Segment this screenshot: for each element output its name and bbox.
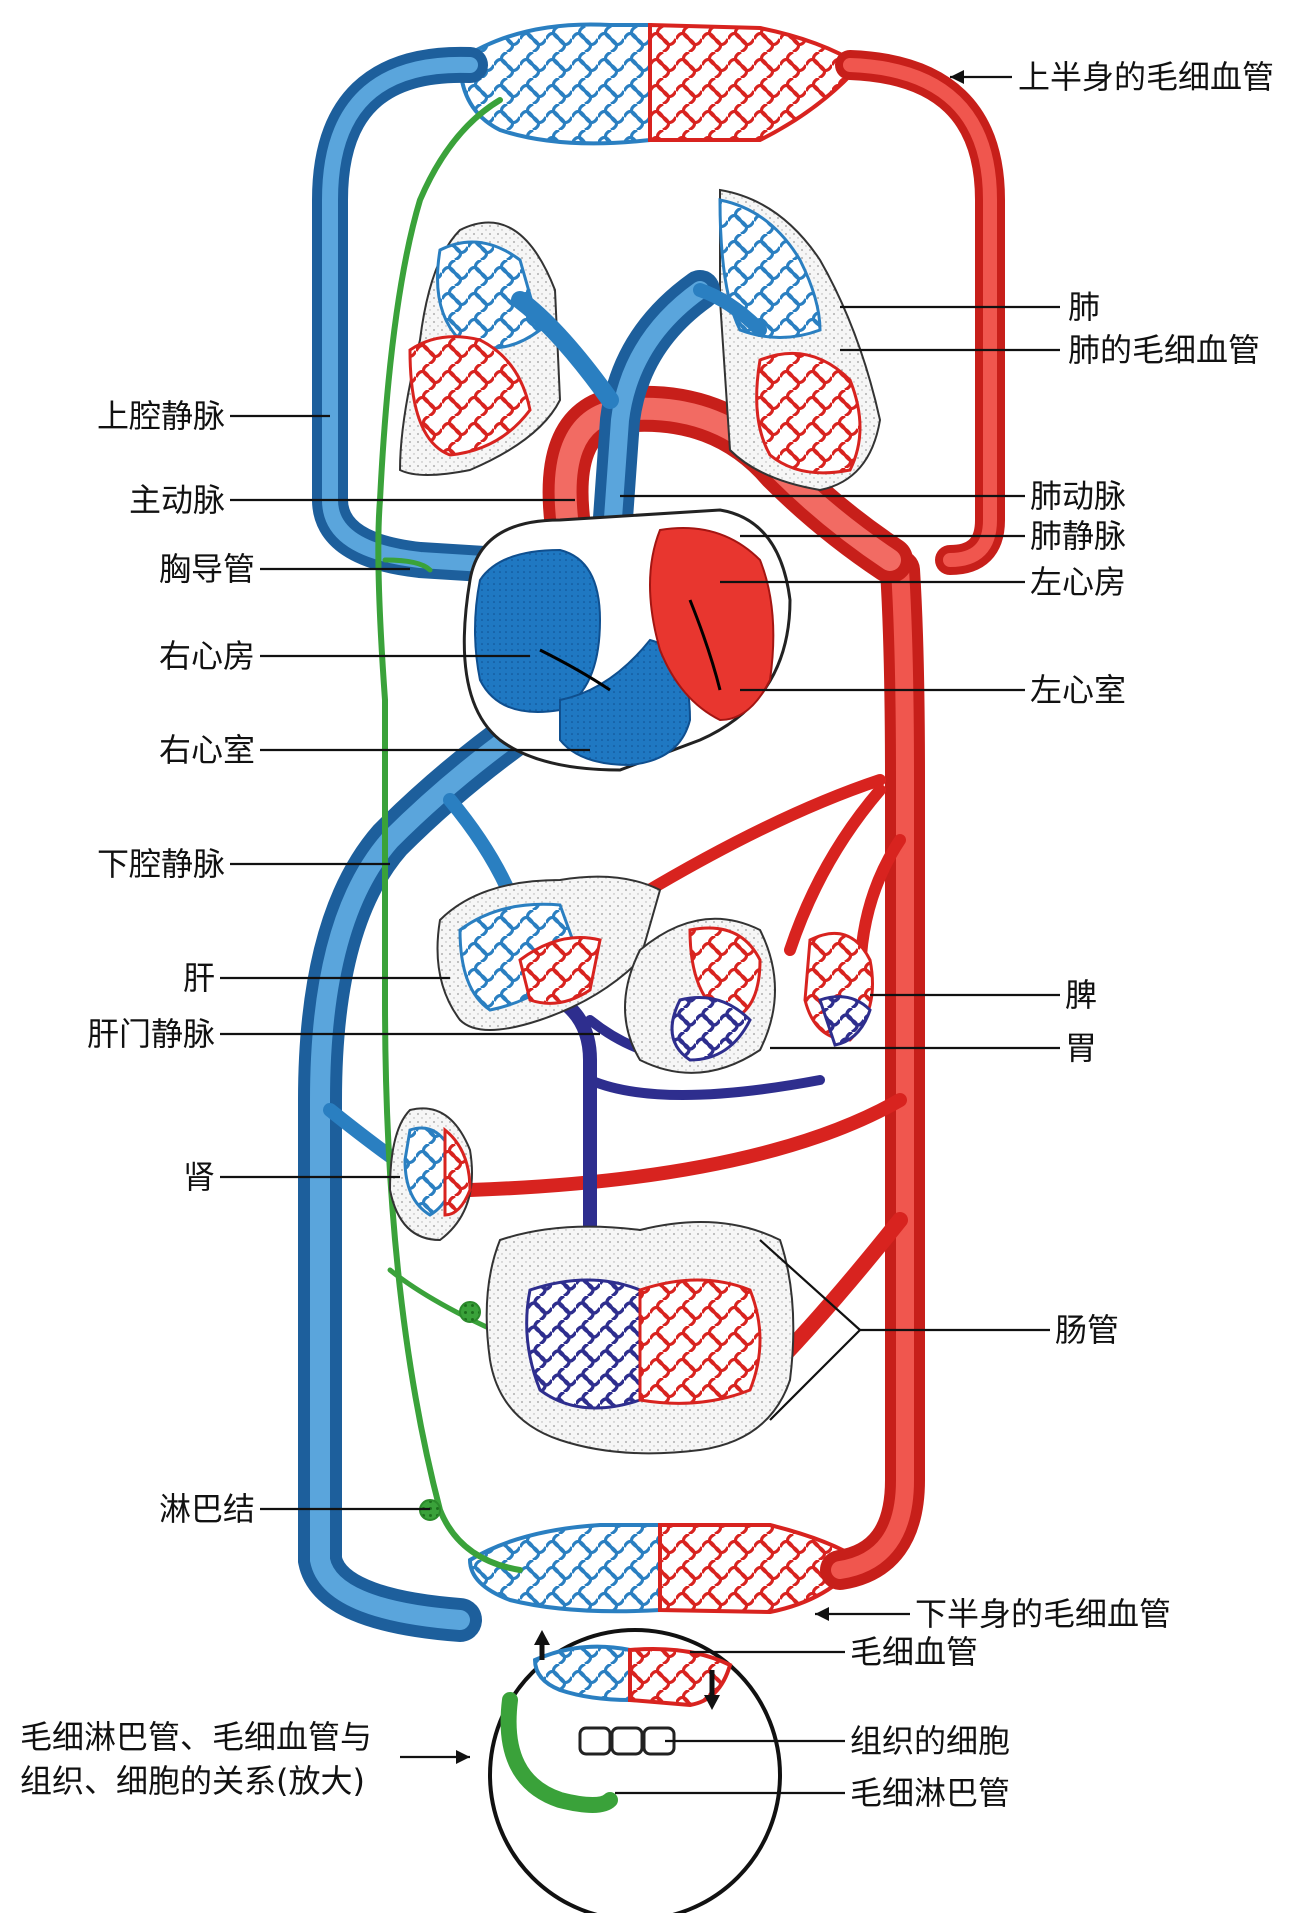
intestine xyxy=(485,1221,795,1455)
labels: 上半身的毛细血管 肺 肺的毛细血管 上腔静脉 主动脉 肺动脉 肺静脉 胸导管 左… xyxy=(20,58,1274,1812)
label-magnified-line1: 毛细淋巴管、毛细血管与 xyxy=(20,1718,372,1756)
liver xyxy=(436,875,662,1031)
label-aorta: 主动脉 xyxy=(129,481,225,519)
right-ventricle-shape xyxy=(559,638,692,767)
label-pulmonary-vein: 肺静脉 xyxy=(1030,517,1126,555)
label-thoracic-duct: 胸导管 xyxy=(159,550,255,588)
lungs xyxy=(398,188,882,492)
tissue-cells xyxy=(578,1726,676,1756)
label-superior-vena-cava: 上腔静脉 xyxy=(97,397,225,435)
label-magnified-line2: 组织、细胞的关系(放大) xyxy=(20,1762,365,1800)
label-left-ventricle: 左心室 xyxy=(1030,671,1126,709)
pulmonary-arteries xyxy=(511,270,767,580)
label-lymph-capillary: 毛细淋巴管 xyxy=(850,1774,1010,1812)
right-atrium-shape xyxy=(474,548,602,713)
label-kidney: 肾 xyxy=(183,1158,215,1196)
heart xyxy=(462,508,792,772)
label-left-atrium: 左心房 xyxy=(1030,563,1126,601)
spleen xyxy=(803,931,874,1047)
label-hepatic-portal-vein: 肝门静脉 xyxy=(87,1015,215,1053)
upper-capillary-bed xyxy=(457,22,864,146)
label-inferior-vena-cava: 下腔静脉 xyxy=(97,845,225,883)
left-heart-shape xyxy=(649,527,775,722)
leader-lines xyxy=(220,70,1060,1795)
kidney xyxy=(388,1107,473,1242)
label-intestine: 肠管 xyxy=(1055,1311,1119,1349)
label-stomach: 胃 xyxy=(1065,1029,1097,1067)
lower-capillary-bed xyxy=(467,1523,863,1615)
label-lung: 肺 xyxy=(1068,288,1100,326)
stomach xyxy=(624,917,776,1074)
label-lower-capillaries: 下半身的毛细血管 xyxy=(915,1595,1171,1633)
label-spleen: 脾 xyxy=(1065,976,1097,1014)
label-capillary: 毛细血管 xyxy=(850,1633,978,1671)
arterial-system xyxy=(463,50,1005,1590)
label-right-ventricle: 右心室 xyxy=(159,731,255,769)
magnified-view xyxy=(488,1628,782,1913)
label-liver: 肝 xyxy=(183,959,215,997)
label-tissue-cells: 组织的细胞 xyxy=(850,1722,1010,1760)
label-pulmonary-artery: 肺动脉 xyxy=(1030,477,1126,515)
label-upper-capillaries: 上半身的毛细血管 xyxy=(1018,58,1274,96)
venous-system xyxy=(298,46,542,1642)
label-lung-capillaries: 肺的毛细血管 xyxy=(1068,331,1260,369)
label-right-atrium: 右心房 xyxy=(159,637,255,675)
label-lymph-node: 淋巴结 xyxy=(159,1490,255,1528)
